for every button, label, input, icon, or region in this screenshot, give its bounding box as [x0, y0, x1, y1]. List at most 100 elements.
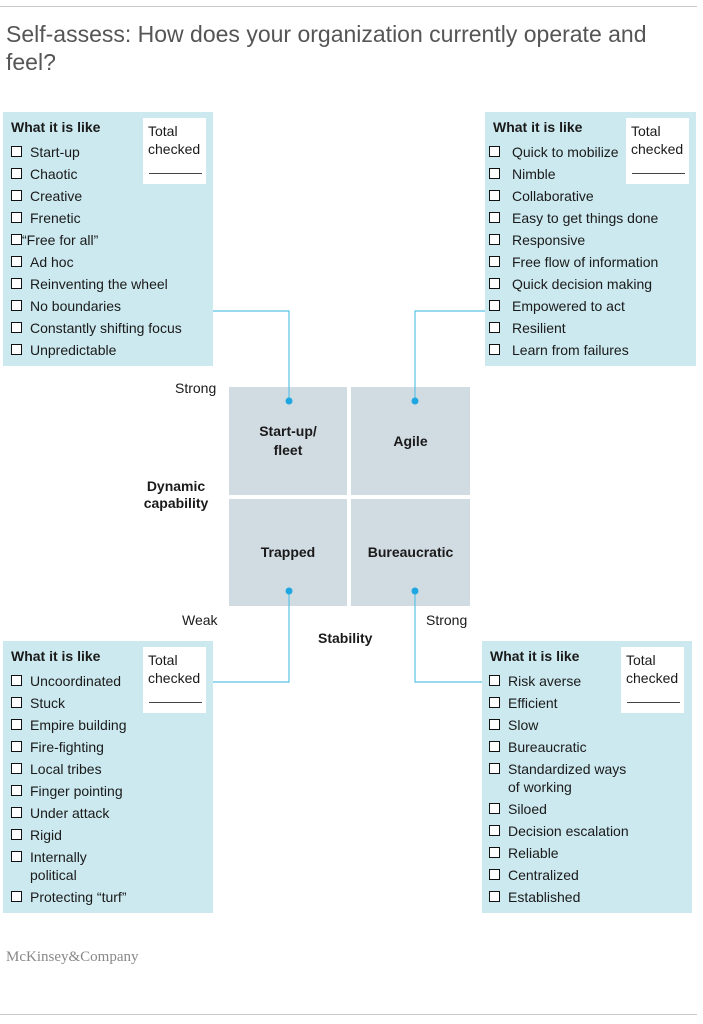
y-axis-weak-label: Weak [182, 612, 218, 628]
list-item[interactable]: Easy to get things done [489, 209, 658, 227]
checkbox-icon[interactable] [11, 829, 22, 840]
checkbox-icon[interactable] [489, 847, 500, 858]
list-item[interactable]: Local tribes [11, 760, 131, 778]
checkbox-icon[interactable] [489, 741, 500, 752]
total-label: Total [148, 652, 178, 668]
checkbox-icon[interactable] [489, 719, 500, 730]
total-checked-box[interactable]: Total checked [626, 118, 689, 184]
quadrant-trapped: Trapped [229, 499, 347, 606]
list-item[interactable]: Empowered to act [489, 297, 658, 315]
top-rule [0, 6, 697, 7]
total-checked-box[interactable]: Total checked [143, 647, 206, 713]
list-item[interactable]: Resilient [489, 319, 658, 337]
checkbox-icon[interactable] [11, 344, 22, 355]
list-item[interactable]: Standardized ways of working [489, 760, 632, 796]
list-item[interactable]: Rigid [11, 826, 131, 844]
checkbox-icon[interactable] [489, 697, 500, 708]
list-item[interactable]: Responsive [489, 231, 658, 249]
list-item[interactable]: Reliable [489, 844, 639, 862]
list-item[interactable]: Uncoordinated [11, 672, 131, 690]
list-item[interactable]: Bureaucratic [489, 738, 639, 756]
checkbox-icon[interactable] [11, 851, 22, 862]
list-item[interactable]: Ad hoc [11, 253, 182, 271]
list-item[interactable]: Finger pointing [11, 782, 131, 800]
checkbox-icon[interactable] [489, 322, 500, 333]
list-item[interactable]: Quick decision making [489, 275, 658, 293]
checkbox-icon[interactable] [11, 741, 22, 752]
list-item[interactable]: Fire-fighting [11, 738, 131, 756]
checkbox-icon[interactable] [489, 675, 500, 686]
list-item[interactable]: Stuck [11, 694, 131, 712]
list-item[interactable]: Decision escalation [489, 822, 639, 840]
list-item[interactable]: Free flow of information [489, 253, 658, 271]
checkbox-icon[interactable] [489, 190, 500, 201]
checkbox-icon[interactable] [11, 322, 22, 333]
checkbox-icon[interactable] [489, 825, 500, 836]
startup-traits-panel: What it is like Total checked Start-up C… [3, 112, 213, 366]
x-axis-title: Stability [318, 630, 373, 646]
trapped-traits-list: Uncoordinated Stuck Empire building Fire… [11, 672, 131, 910]
total-blank-line [149, 702, 202, 703]
y-axis-strong-label: Strong [175, 380, 217, 396]
list-item[interactable]: Efficient [489, 694, 639, 712]
total-label: Total [626, 652, 656, 668]
checkbox-icon[interactable] [489, 300, 500, 311]
list-item[interactable]: “Free for all” [11, 231, 182, 249]
checkbox-icon[interactable] [489, 146, 500, 157]
list-item[interactable]: Internally political [11, 848, 105, 884]
checkbox-icon[interactable] [489, 803, 500, 814]
checkbox-icon[interactable] [11, 807, 22, 818]
checkbox-icon[interactable] [489, 344, 500, 355]
x-axis-strong-label: Strong [426, 612, 468, 628]
checkbox-icon[interactable] [489, 256, 500, 267]
total-blank-line [627, 702, 680, 703]
total-checked-box[interactable]: Total checked [621, 647, 684, 713]
checkbox-icon[interactable] [11, 168, 22, 179]
list-item[interactable]: Risk averse [489, 672, 639, 690]
list-item[interactable]: Reinventing the wheel [11, 275, 182, 293]
list-item[interactable]: Learn from failures [489, 341, 658, 359]
checkbox-icon[interactable] [489, 869, 500, 880]
list-item[interactable]: Centralized [489, 866, 639, 884]
trapped-traits-panel: What it is like Total checked Uncoordina… [3, 641, 213, 913]
checkbox-icon[interactable] [11, 785, 22, 796]
checkbox-icon[interactable] [489, 168, 500, 179]
total-checked-box[interactable]: Total checked [143, 118, 206, 184]
checkbox-icon[interactable] [11, 146, 22, 157]
list-item[interactable]: Slow [489, 716, 639, 734]
bureaucratic-traits-panel: What it is like Total checked Risk avers… [482, 641, 692, 913]
list-item[interactable]: Unpredictable [11, 341, 182, 359]
checkbox-icon[interactable] [489, 278, 500, 289]
panel-heading: What it is like [493, 119, 583, 135]
checkbox-icon[interactable] [11, 234, 22, 245]
checkbox-icon[interactable] [11, 719, 22, 730]
list-item[interactable]: Established [489, 888, 639, 906]
list-item[interactable]: Nimble [489, 165, 658, 183]
quadrant-agile: Agile [351, 387, 470, 495]
list-item[interactable]: Siloed [489, 800, 639, 818]
checkbox-icon[interactable] [489, 234, 500, 245]
checkbox-icon[interactable] [489, 212, 500, 223]
list-item[interactable]: Chaotic [11, 165, 182, 183]
checkbox-icon[interactable] [11, 278, 22, 289]
checkbox-icon[interactable] [489, 891, 500, 902]
list-item[interactable]: Start-up [11, 143, 182, 161]
list-item[interactable]: Empire building [11, 716, 131, 734]
checkbox-icon[interactable] [11, 212, 22, 223]
checkbox-icon[interactable] [11, 300, 22, 311]
list-item[interactable]: Constantly shifting focus [11, 319, 182, 337]
checkbox-icon[interactable] [11, 697, 22, 708]
list-item[interactable]: No boundaries [11, 297, 182, 315]
checkbox-icon[interactable] [11, 763, 22, 774]
list-item[interactable]: Creative [11, 187, 182, 205]
checkbox-icon[interactable] [11, 675, 22, 686]
checkbox-icon[interactable] [11, 190, 22, 201]
list-item[interactable]: Collaborative [489, 187, 658, 205]
checkbox-icon[interactable] [11, 256, 22, 267]
checkbox-icon[interactable] [489, 763, 500, 774]
list-item[interactable]: Under attack [11, 804, 131, 822]
list-item[interactable]: Frenetic [11, 209, 182, 227]
list-item[interactable]: Quick to mobilize [489, 143, 658, 161]
list-item[interactable]: Protecting “turf” [11, 888, 170, 906]
checkbox-icon[interactable] [11, 891, 22, 902]
